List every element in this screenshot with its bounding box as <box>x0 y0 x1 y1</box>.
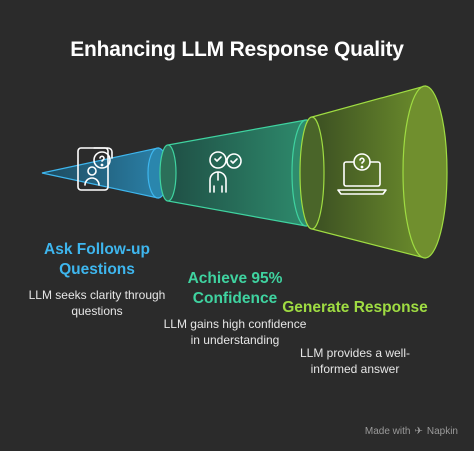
person-check-icon <box>209 151 242 193</box>
laptop-question-icon <box>337 153 387 195</box>
stage-2-segment <box>159 119 321 227</box>
person-question-icon <box>77 147 113 191</box>
napkin-logo-icon: ✈ <box>414 426 423 437</box>
stage-3-description: LLM provides a well-informed answer <box>299 346 411 376</box>
watermark: Made with ✈ Napkin <box>365 426 458 437</box>
stage-3-title: Generate Response <box>282 299 428 316</box>
stage-2-description: LLM gains high confidence in understandi… <box>163 317 307 347</box>
stage-3-segment <box>299 85 448 259</box>
stage-1-description: LLM seeks clarity through questions <box>28 288 166 318</box>
stage-2-title: Achieve 95% Confidence <box>187 270 283 307</box>
page-title: Enhancing LLM Response Quality <box>70 38 404 61</box>
watermark-brand: Napkin <box>426 426 458 437</box>
watermark-made-with: Made with <box>364 426 411 437</box>
stage-1-title: Ask Follow-up Questions <box>44 241 150 278</box>
